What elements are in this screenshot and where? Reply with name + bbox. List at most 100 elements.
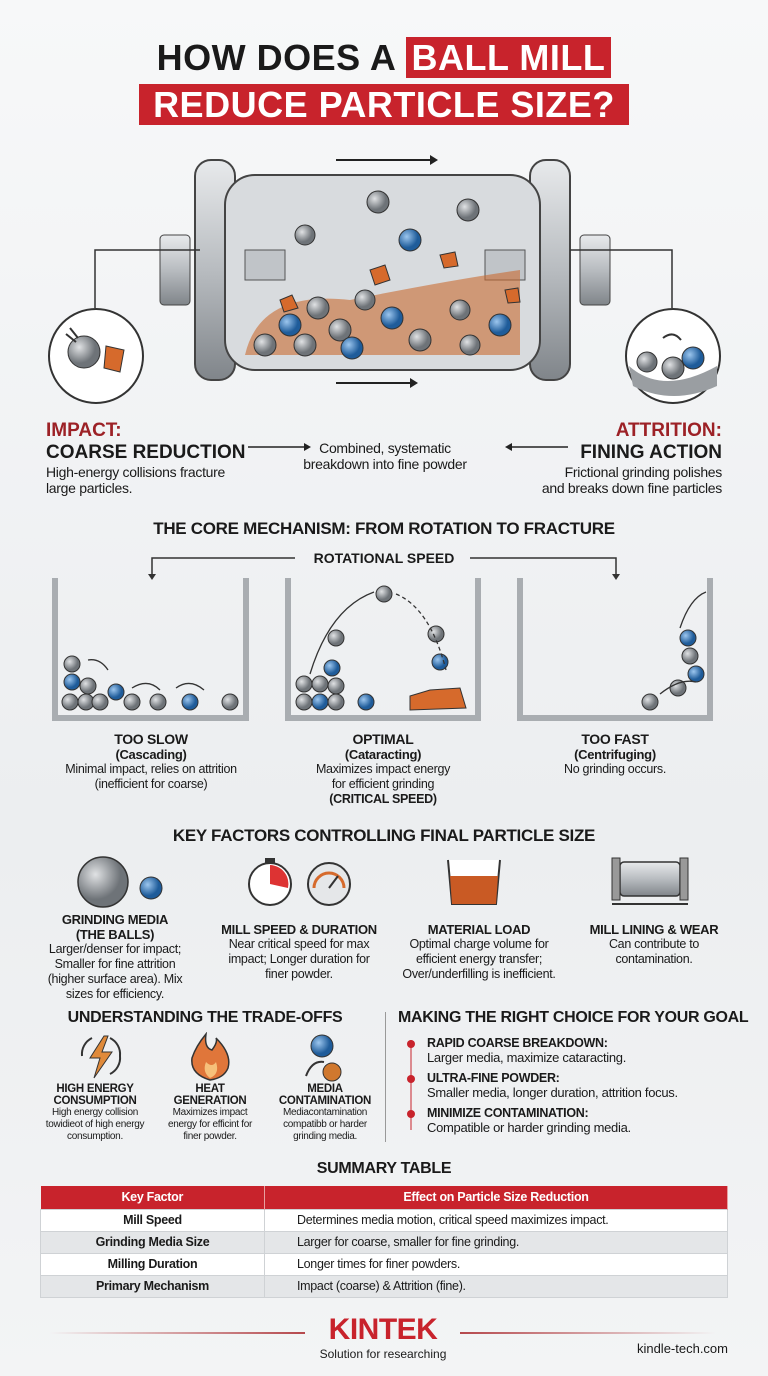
- mode-title: OPTIMAL: [352, 731, 414, 747]
- footer-rule-right: [460, 1332, 715, 1334]
- choice-item: MINIMIZE CONTAMINATION:Compatible or har…: [407, 1106, 727, 1135]
- impact-title: COARSE REDUCTION: [46, 442, 246, 463]
- choice-text: Compatible or harder grinding media.: [427, 1120, 631, 1135]
- attrition-text-1: Frictional grinding polishes: [564, 464, 723, 480]
- table-cell-effect: Larger for coarse, smaller for fine grin…: [264, 1230, 728, 1254]
- factor-title: GRINDING MEDIA: [61, 912, 169, 927]
- mode-subtitle: (Centrifuging): [574, 747, 656, 762]
- tradeoff-title: CONTAMINATION: [278, 1095, 372, 1107]
- kintek-logo: KINTEK: [328, 1313, 438, 1346]
- tradeoff-heat: HEAT GENERATION Maximizes impact energy …: [155, 1083, 265, 1143]
- critical-speed-label: (CRITICAL SPEED): [329, 792, 437, 806]
- factor-text: Larger/denser for impact;: [48, 942, 182, 956]
- mode-text: (inefficient for coarse): [94, 777, 208, 791]
- choice-text: Larger media, maximize cataracting.: [427, 1050, 627, 1065]
- table-cell-factor: Grinding Media Size: [40, 1230, 265, 1254]
- summary-table: Key Factor Effect on Particle Size Reduc…: [40, 1186, 728, 1298]
- table-cell-factor: Mill Speed: [40, 1208, 265, 1232]
- factor-text: efficient energy transfer;: [415, 952, 543, 966]
- tradeoff-title: GENERATION: [173, 1095, 247, 1107]
- stopwatch-gauge-icon: [248, 858, 351, 906]
- factor-material-load: MATERIAL LOAD Optimal charge volume for …: [394, 922, 564, 982]
- impact-text-2: large particles.: [46, 480, 133, 496]
- tradeoff-text: towidieot of high energy: [45, 1119, 145, 1130]
- beaker-icon: [447, 859, 501, 905]
- column-header: Effect on Particle Size Reduction: [264, 1186, 728, 1209]
- tradeoff-title: MEDIA: [307, 1083, 343, 1095]
- bullet-icon: [407, 1075, 415, 1083]
- tradeoff-text: consumption.: [67, 1131, 123, 1142]
- combined-text-1: Combined, systematic: [319, 440, 451, 456]
- factor-text: Near critical speed for max: [228, 937, 370, 951]
- footer-website: kindle-tech.com: [636, 1341, 728, 1356]
- tradeoff-title: CONSUMPTION: [53, 1095, 137, 1107]
- choice-title: MINIMIZE CONTAMINATION:: [427, 1106, 589, 1120]
- table-cell-effect: Impact (coarse) & Attrition (fine).: [264, 1274, 728, 1298]
- mode-subtitle: (Cataracting): [344, 747, 422, 762]
- factor-text: sizes for efficiency.: [65, 987, 165, 1001]
- title-line-1: HOW DOES A BALL MILL: [0, 37, 768, 78]
- mode-title: TOO SLOW: [114, 731, 188, 747]
- tradeoff-text: finer powder.: [183, 1131, 237, 1142]
- converging-arrows: [248, 443, 568, 451]
- contamination-icon: [305, 1034, 342, 1082]
- choice-item: RAPID COARSE BREAKDOWN:Larger media, max…: [407, 1036, 727, 1065]
- attrition-label: ATTRITION:: [615, 420, 722, 441]
- impact-detail-icon: [48, 308, 144, 404]
- factor-mill-speed: MILL SPEED & DURATION Near critical spee…: [214, 922, 384, 982]
- factor-text: Optimal charge volume for: [409, 937, 549, 951]
- core-heading: THE CORE MECHANISM: FROM ROTATION TO FRA…: [153, 519, 615, 538]
- attrition-text-2: and breaks down fine particles: [541, 480, 722, 496]
- factor-title: MATERIAL LOAD: [427, 922, 531, 937]
- factor-title: (THE BALLS): [75, 927, 155, 942]
- summary-heading: SUMMARY TABLE: [316, 1160, 452, 1177]
- mode-text: Maximizes impact energy: [315, 762, 451, 776]
- factor-text: Smaller for fine attrition: [54, 957, 176, 971]
- flame-icon: [191, 1032, 230, 1081]
- factor-mill-lining: MILL LINING & WEAR Can contribute to con…: [574, 922, 734, 967]
- combined-text: Combined, systematic breakdown into fine…: [290, 440, 480, 472]
- impact-text-1: High-energy collisions fracture: [46, 464, 226, 480]
- ball-mill-illustration: [94, 155, 673, 388]
- tradeoff-icons: [80, 1032, 342, 1082]
- choice-heading: MAKING THE RIGHT CHOICE FOR YOUR GOAL: [398, 1009, 749, 1026]
- choice-timeline: [410, 1040, 412, 1130]
- attrition-detail-icon: [625, 308, 721, 404]
- rotational-speed-arrows: [148, 557, 620, 580]
- lightning-icon: [80, 1035, 122, 1079]
- factor-text: Can contribute to: [608, 937, 700, 951]
- tradeoff-energy: HIGH ENERGY CONSUMPTION High energy coll…: [40, 1083, 150, 1143]
- footer-rule-left: [50, 1332, 305, 1334]
- impact-block: IMPACT: COARSE REDUCTION High-energy col…: [46, 420, 246, 496]
- tradeoff-title: HEAT: [195, 1083, 225, 1095]
- section-divider: [385, 1012, 386, 1142]
- table-header-row: Key Factor Effect on Particle Size Reduc…: [40, 1186, 728, 1209]
- tradeoff-text: Maximizes impact: [172, 1107, 248, 1118]
- choice-text: Smaller media, longer duration, attritio…: [427, 1085, 678, 1100]
- tradeoffs-heading: UNDERSTANDING THE TRADE-OFFS: [67, 1009, 343, 1026]
- title-plain: HOW DOES A: [156, 37, 395, 78]
- table-cell-factor: Primary Mechanism: [40, 1274, 265, 1298]
- choice-item: ULTRA-FINE POWDER:Smaller media, longer …: [407, 1071, 727, 1100]
- factor-title: MILL SPEED & DURATION: [221, 922, 377, 937]
- bullet-icon: [407, 1110, 415, 1118]
- footer-tagline: Solution for researching: [319, 1347, 447, 1361]
- mode-text: for efficient grinding: [331, 777, 435, 791]
- tradeoff-text: energy for efficint for: [167, 1119, 253, 1130]
- mode-title: TOO FAST: [581, 731, 649, 747]
- factor-text: impact; Longer duration for: [228, 952, 370, 966]
- title-highlight: BALL MILL: [405, 37, 612, 78]
- factor-text: finer powder.: [265, 967, 333, 981]
- factor-icons: [77, 856, 689, 908]
- bullet-icon: [407, 1040, 415, 1048]
- factor-grinding-media: GRINDING MEDIA (THE BALLS) Larger/denser…: [40, 912, 190, 1002]
- choice-title: RAPID COARSE BREAKDOWN:: [427, 1036, 608, 1050]
- tradeoff-contamination: MEDIA CONTAMINATION Mediacontamination c…: [270, 1083, 380, 1143]
- mode-text: No grinding occurs.: [564, 762, 666, 776]
- title-highlight-2: REDUCE PARTICLE SIZE?: [139, 84, 629, 125]
- balls-icon: [77, 856, 163, 908]
